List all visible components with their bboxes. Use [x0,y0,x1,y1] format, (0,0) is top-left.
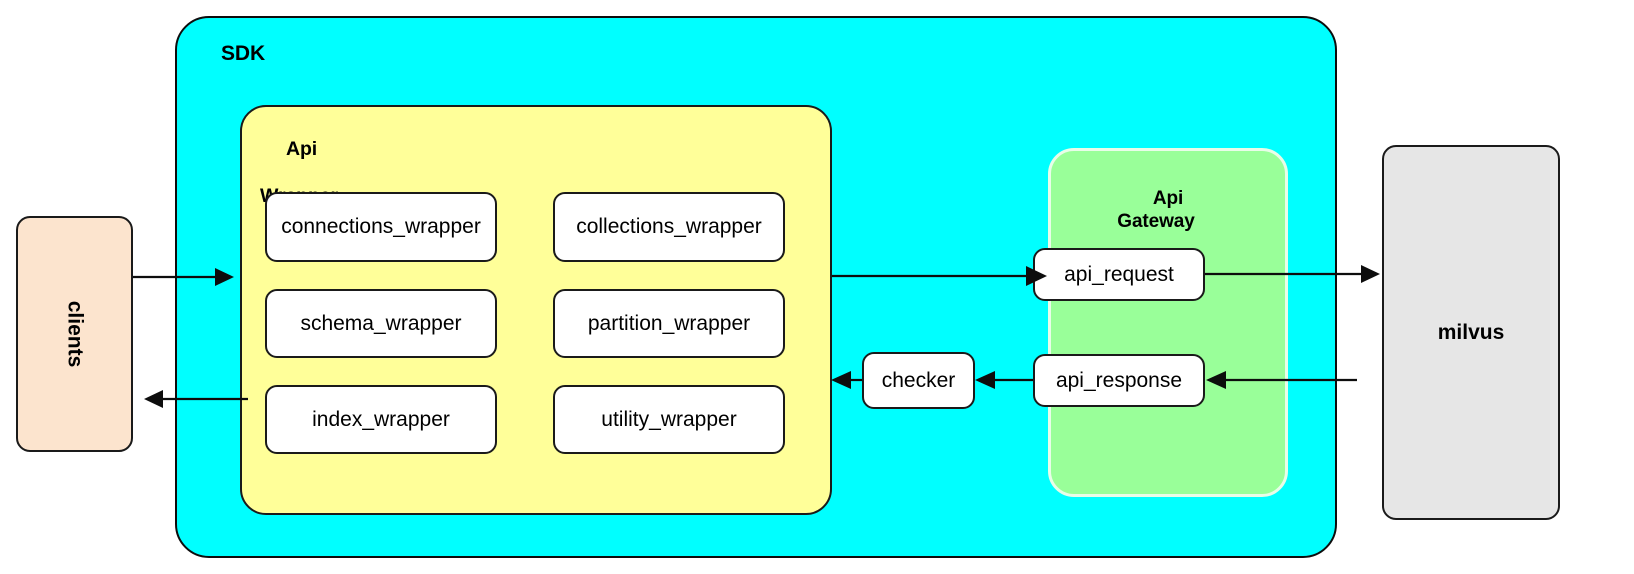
module-partition-wrapper[interactable]: partition_wrapper [553,289,785,358]
api-gateway-title-line2: Gateway [1117,211,1195,233]
module-api-request[interactable]: api_request [1033,248,1205,301]
module-index-wrapper[interactable]: index_wrapper [265,385,497,454]
clients-actor-label: clients [16,216,133,452]
milvus-actor[interactable] [1382,145,1560,520]
module-checker[interactable]: checker [862,352,975,409]
clients-actor[interactable] [16,216,133,452]
module-api-response[interactable]: api_response [1033,354,1205,407]
api-gateway-container[interactable] [1048,148,1288,497]
module-collections-wrapper[interactable]: collections_wrapper [553,192,785,262]
module-utility-wrapper[interactable]: utility_wrapper [553,385,785,454]
module-connections-wrapper[interactable]: connections_wrapper [265,192,497,262]
api-gateway-title-line1: Api [1152,188,1184,210]
api-wrapper-title-line1: Api [286,137,318,160]
milvus-actor-label: milvus [1437,320,1505,344]
clients-actor-label-text: clients [63,300,87,368]
api-gateway-container-title: Api Gateway [1048,164,1288,257]
sdk-container-title: SDK [221,42,266,65]
module-schema-wrapper[interactable]: schema_wrapper [265,289,497,358]
